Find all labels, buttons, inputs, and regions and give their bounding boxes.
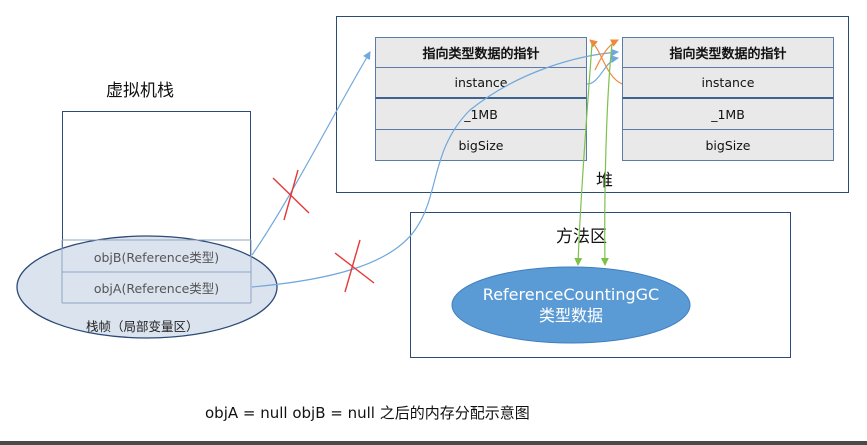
heap-title: 堆 — [596, 171, 613, 191]
type-pointer-field: 指向类型数据的指针 — [622, 37, 834, 68]
heap-object-b: 指向类型数据的指针 instance _1MB bigSize — [622, 37, 834, 161]
heap-object-a: 指向类型数据的指针 instance _1MB bigSize — [375, 37, 587, 161]
objA-cut-mark — [334, 239, 375, 293]
objA-reference-arrow — [251, 48, 619, 288]
objB-reference-slot: objB(Reference类型) — [93, 250, 220, 265]
instance-field: instance — [622, 68, 834, 99]
instance-to-object-b-arrow — [586, 55, 619, 85]
objA-reference-slot: objA(Reference类型) — [93, 281, 220, 296]
diagram-caption: objA = null objB = null 之后的内存分配示意图 — [205, 404, 530, 422]
stack-frame-ellipse — [16, 235, 278, 339]
stack-region — [62, 111, 251, 301]
objB-cut-mark — [272, 169, 310, 221]
cross-reference-arrow — [594, 39, 619, 71]
bottom-border — [0, 441, 867, 445]
class-data-ellipse — [451, 266, 691, 344]
one-mb-field: _1MB — [622, 99, 834, 130]
objB-reference-arrow — [251, 51, 371, 256]
one-mb-field: _1MB — [375, 99, 587, 130]
object-b-type-pointer-arrow — [600, 43, 613, 266]
method-area-title: 方法区 — [556, 227, 607, 247]
instance-field: instance — [375, 68, 587, 99]
object-a-type-pointer-arrow — [574, 43, 593, 266]
method-area-region — [410, 212, 791, 358]
class-type-data: 类型数据 — [538, 306, 603, 325]
big-size-field: bigSize — [622, 130, 834, 161]
instance-to-object-a-arrow — [589, 39, 623, 85]
class-name: ReferenceCountingGC — [482, 285, 660, 304]
type-pointer-field: 指向类型数据的指针 — [375, 37, 587, 68]
stack-frame-label: 栈帧（局部变量区） — [86, 319, 199, 334]
big-size-field: bigSize — [375, 130, 587, 161]
stack-title: 虚拟机栈 — [106, 81, 174, 101]
class-data-label: ReferenceCountingGC 类型数据 — [452, 284, 690, 326]
heap-region — [336, 16, 849, 193]
